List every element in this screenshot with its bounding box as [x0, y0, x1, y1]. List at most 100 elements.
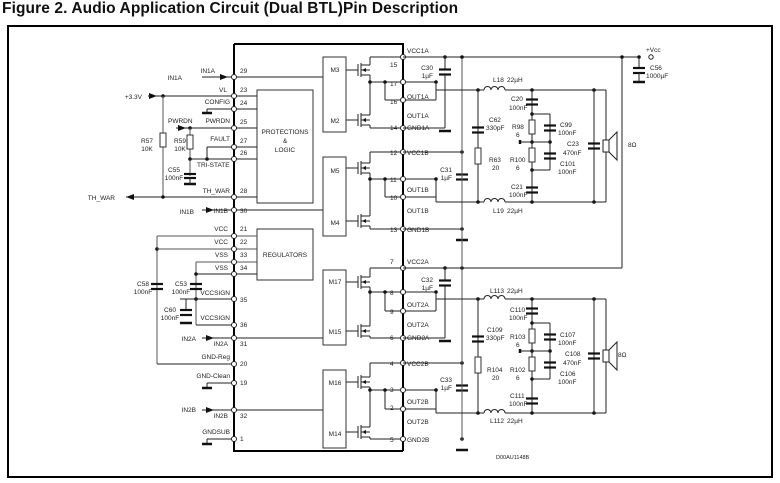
pin-num: 17 — [390, 81, 398, 88]
left-pin-markers — [231, 74, 237, 442]
resistor-r103 — [528, 328, 536, 344]
pin-num: 7 — [390, 259, 394, 266]
label-gnd2a: GND2A — [407, 335, 430, 342]
fet-arrow-icon — [362, 68, 366, 72]
mosfet-block-m5-m4 — [322, 156, 347, 237]
pin-num: 8 — [390, 290, 394, 297]
label-c110: C110 — [510, 307, 525, 314]
label-out2a: OUT2A — [407, 302, 429, 309]
value-l18: 22µH — [507, 77, 523, 84]
value-c101: 100nF — [558, 169, 576, 176]
logic-label: LOGIC — [275, 147, 296, 154]
pin-num: 19 — [240, 380, 248, 387]
label-m2: M2 — [330, 118, 339, 125]
value-l112: 22µH — [507, 418, 523, 425]
arrow-in1a-icon — [220, 74, 228, 80]
mosfet-block-m17-m15 — [322, 269, 347, 346]
arrow-th-war-icon — [126, 194, 134, 200]
speaker-cone-icon — [608, 130, 618, 162]
pin-num: 3 — [390, 387, 394, 394]
pin-marker — [400, 79, 406, 85]
junction-dot — [434, 177, 438, 181]
label-r102: R102 — [510, 367, 526, 374]
pin-num: 31 — [240, 341, 248, 348]
label-gnd-clean: GND-Clean — [196, 373, 230, 380]
label-in2a-ext: IN2A — [182, 336, 197, 343]
pin-num: 16 — [390, 99, 398, 106]
value-r59: 10K — [174, 146, 186, 153]
label-vcc1b: VCC1B — [407, 150, 429, 157]
label-vss34: VSS — [215, 265, 229, 272]
protections-amp: & — [283, 138, 288, 145]
inductor-l112 — [483, 409, 506, 414]
vcc-terminal — [648, 54, 654, 60]
mosfet-block-m3-m2 — [322, 56, 347, 133]
value-c21: 100nF — [509, 192, 527, 199]
label-c58: C58 — [137, 281, 149, 288]
label-out2b-2: OUT2B — [407, 419, 429, 426]
label-r57: R57 — [141, 138, 153, 145]
label-in1a-ext: IN1A — [168, 75, 183, 82]
protections-label: PROTECTIONS — [262, 129, 310, 136]
label-r63: R63 — [489, 157, 501, 164]
value-r102: 6 — [516, 375, 520, 382]
inductor-l18 — [483, 86, 506, 91]
label-vcc2a: VCC2A — [407, 259, 429, 266]
pin-num: 10 — [390, 195, 398, 202]
arrow-pwrdn-icon — [178, 125, 186, 131]
pin-marker — [400, 308, 406, 314]
value-c53: 100nF — [172, 289, 190, 296]
pin-marker — [400, 97, 406, 103]
resistor-r59 — [186, 134, 194, 150]
fet-arrow-icon — [362, 329, 366, 333]
label-c101: C101 — [560, 161, 576, 168]
label-th-war: TH_WAR — [203, 188, 231, 195]
label-fault: FAULT — [210, 136, 230, 143]
pin-num: 2 — [390, 405, 394, 412]
pin-num: 27 — [240, 138, 248, 145]
value-r104: 20 — [492, 375, 500, 382]
label-c21: C21 — [511, 184, 523, 191]
pin-num: 36 — [240, 322, 248, 329]
arrow-in2a-icon — [206, 335, 214, 341]
pin-num: 25 — [240, 119, 248, 126]
label-m17: M17 — [329, 279, 342, 286]
label-config: CONFIG — [205, 99, 230, 106]
pin-num: 14 — [390, 125, 398, 132]
arrow-3v3-icon — [149, 93, 157, 99]
pin-num: 33 — [240, 252, 248, 259]
value-r103: 6 — [516, 342, 520, 349]
value-r100: 6 — [516, 165, 520, 172]
ic-outline-top — [234, 43, 404, 60]
pin-num: 34 — [240, 265, 248, 272]
label-vcc2b: VCC2B — [407, 361, 429, 368]
pin-num: 22 — [240, 239, 248, 246]
label-c109: C109 — [487, 327, 503, 334]
pin-num: 13 — [390, 227, 398, 234]
value-c20: 100nF — [509, 105, 527, 112]
figure-frame — [7, 25, 773, 478]
output-channels — [346, 54, 468, 452]
value-r57: 10K — [141, 146, 153, 153]
label-in1b-ext: IN1B — [180, 209, 194, 216]
label-vcc1a: VCC1A — [407, 48, 429, 55]
resistor-r57 — [159, 132, 167, 148]
pin-marker — [400, 176, 406, 182]
value-c62: 330pF — [486, 125, 504, 132]
speaker-cone-icon — [608, 340, 618, 372]
value-c108: 470nF — [563, 360, 581, 367]
label-in2b: IN2B — [214, 413, 228, 420]
label-r103: R103 — [510, 334, 526, 341]
value-c106: 100nF — [558, 379, 576, 386]
label-gnd1b: GND1B — [407, 227, 429, 234]
pin-num: 23 — [240, 87, 248, 94]
label-tri-state: TRI-STATE — [197, 162, 230, 169]
label-vcc21: VCC — [214, 226, 228, 233]
label-vl: VL — [219, 87, 227, 94]
label-vccsign35: VCCSIGN — [200, 290, 230, 297]
pin-marker — [400, 406, 406, 412]
resistor-r102 — [528, 356, 536, 372]
arrow-in1b-icon — [206, 207, 214, 213]
junction-dot — [383, 388, 387, 392]
